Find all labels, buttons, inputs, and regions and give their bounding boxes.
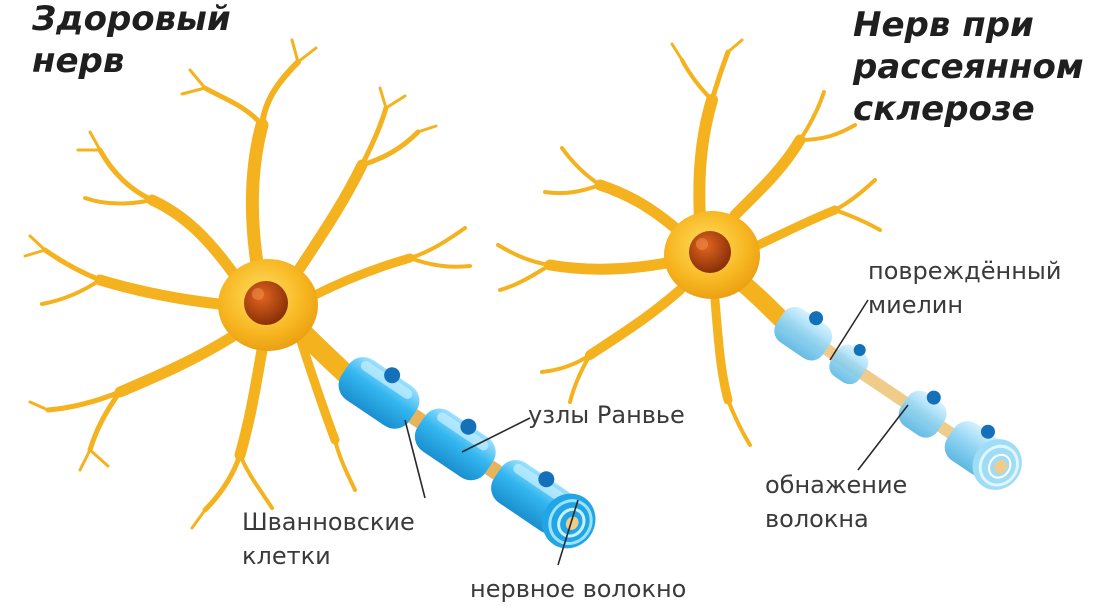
ms-title-line: рассеянном xyxy=(853,46,1084,88)
healthy-title-line: нерв xyxy=(32,40,231,82)
ms-title: Нерв при рассеянном склерозе xyxy=(853,4,1084,130)
ms-neuron xyxy=(498,40,880,445)
exposed-leader xyxy=(858,405,908,470)
healthy-title-line: Здоровый xyxy=(32,0,231,40)
healthy-neuron xyxy=(25,40,470,528)
ms-title-line: Нерв при xyxy=(853,4,1084,46)
exposed-fiber-label: обнажение волокна xyxy=(765,468,907,536)
damaged-myelin-label: повреждённый миелин xyxy=(868,254,1061,322)
ms-title-line: склерозе xyxy=(853,88,1084,130)
nerve-fiber-label: нервное волокно xyxy=(470,572,686,606)
ranvier-nodes-label: узлы Ранвье xyxy=(528,398,685,432)
healthy-title: Здоровый нерв xyxy=(32,0,231,82)
schwann-cells-label: Шванновские клетки xyxy=(242,505,415,573)
healthy-nucleus xyxy=(244,281,288,325)
ms-nucleus xyxy=(689,231,731,273)
